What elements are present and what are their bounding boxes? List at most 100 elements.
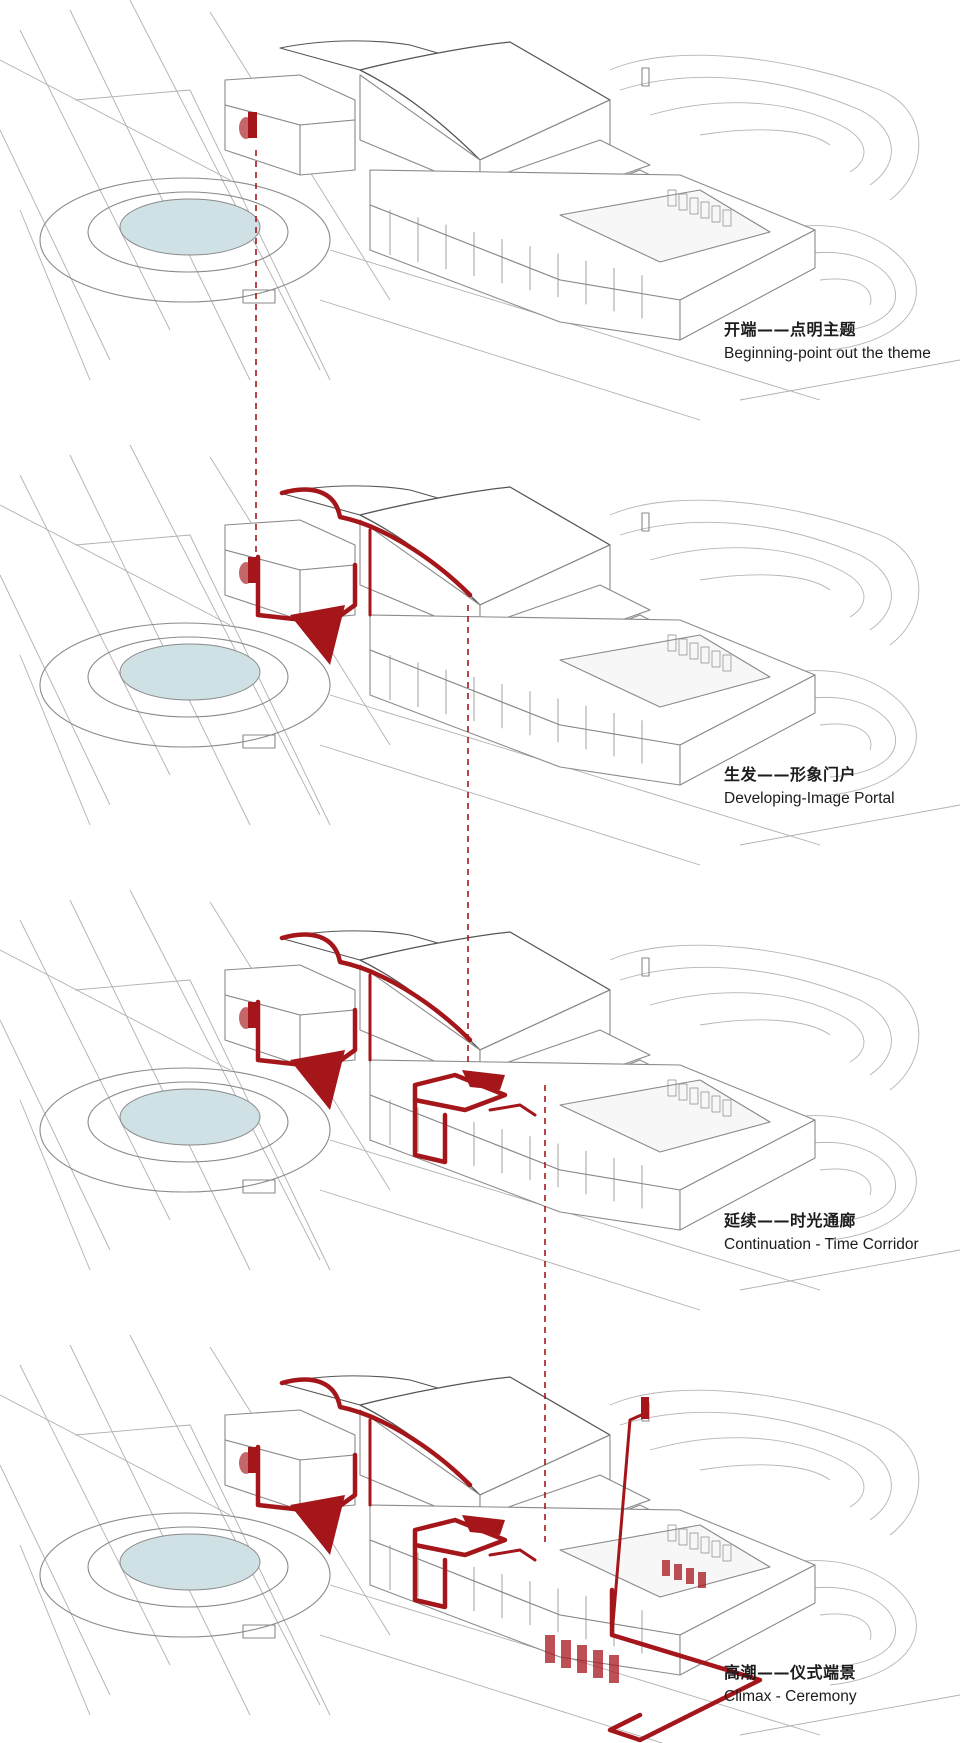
caption-stage-4-title-en: Climax - Ceremony [724, 1688, 857, 1705]
entrance-door [248, 112, 257, 138]
courtyard-window [700, 1091, 710, 1109]
courtyard-window [667, 1524, 677, 1542]
corridor-end-wall [679, 1564, 816, 1676]
contour-line [609, 499, 920, 646]
contour-line [799, 696, 896, 778]
courtyard-window [689, 1532, 699, 1550]
reflecting-pool [119, 198, 261, 256]
courtyard [559, 634, 771, 708]
corridor-gate [412, 1097, 448, 1165]
portal-roof-edge [279, 487, 473, 598]
site-line [19, 474, 171, 776]
contour-line [819, 1613, 872, 1641]
contour-line [619, 1411, 892, 1521]
site-line [0, 574, 111, 806]
contour-line [779, 1560, 917, 1686]
courtyard-window [678, 638, 688, 656]
ceremony-window [674, 1564, 682, 1580]
corridor-roof-block [462, 1515, 505, 1535]
site-line [74, 979, 331, 1271]
site-line [739, 1249, 960, 1291]
site-line [739, 359, 960, 401]
courtyard-window [700, 1536, 710, 1554]
contour-line [819, 723, 872, 751]
caption-stage-4: 高潮——仪式端景 Climax - Ceremony [724, 1663, 956, 1707]
ceremony-screen [577, 1645, 587, 1673]
corridor-roof-block [462, 1070, 505, 1090]
site-line [19, 1099, 91, 1271]
site-lines [0, 444, 960, 866]
contour-line [649, 992, 865, 1063]
entrance-door [248, 1447, 257, 1473]
site-line [329, 1584, 821, 1736]
plaza-inner-ring [87, 636, 289, 718]
contour-line [799, 1141, 896, 1223]
contour-line [619, 76, 892, 186]
ceremony-screen [593, 1650, 603, 1678]
contour-line [699, 1019, 831, 1036]
corridor-end-wall [679, 1119, 816, 1231]
site-line [319, 1634, 664, 1743]
plaza-inner-ring [87, 1081, 289, 1163]
courtyard-window [711, 205, 721, 223]
site-line [329, 694, 821, 846]
contour-line [799, 251, 896, 333]
courtyard-window [678, 193, 688, 211]
reflecting-pool [119, 1533, 261, 1591]
courtyard-window [700, 646, 710, 664]
contour-line [799, 1586, 896, 1668]
building [224, 930, 816, 1231]
site-line [74, 89, 331, 381]
site-line [19, 29, 171, 331]
oval-plaza [39, 622, 331, 749]
site-line [0, 1464, 111, 1696]
west-wing-side [299, 119, 356, 176]
contour-line [779, 225, 917, 351]
reflecting-pool [119, 1088, 261, 1146]
plaza-outer-ring [39, 622, 331, 748]
site-lines [0, 0, 960, 421]
site-line [19, 919, 171, 1221]
contour-line [699, 1464, 831, 1481]
caption-stage-1-title-en: Beginning-point out the theme [724, 345, 931, 362]
tower [641, 512, 650, 532]
ceremony-screen [609, 1655, 619, 1683]
building [224, 40, 816, 341]
courtyard-window [722, 209, 732, 227]
site-line [0, 59, 231, 181]
terrain-contours [609, 944, 920, 1241]
stage-2-drawing [0, 444, 960, 866]
courtyard-window [700, 201, 710, 219]
site-line [319, 1189, 701, 1311]
contour-line [619, 966, 892, 1076]
contour-line [649, 1437, 865, 1508]
bench [242, 1624, 276, 1639]
courtyard-window [689, 642, 699, 660]
corridor-frame [412, 1072, 508, 1113]
contour-line [609, 1389, 920, 1536]
site-line [74, 1424, 331, 1716]
site-line [74, 534, 331, 826]
reflecting-pool [119, 643, 261, 701]
caption-stage-2: 生发——形象门户 Developing-Image Portal [724, 765, 956, 809]
courtyard [559, 1079, 771, 1153]
contour-line [619, 521, 892, 631]
caption-stage-2-title-en: Developing-Image Portal [724, 790, 895, 807]
courtyard [559, 189, 771, 263]
caption-stage-2-title-zh: 生发——形象门户 [724, 765, 857, 784]
courtyard-window [711, 1540, 721, 1558]
ceremony-tower [641, 1397, 649, 1419]
site-line [69, 454, 251, 826]
courtyard-window [722, 654, 732, 672]
portal-roof-edge [279, 1377, 473, 1488]
site-line [329, 249, 821, 401]
portal-plaza-wedge [290, 1495, 345, 1555]
site-line [0, 1019, 111, 1251]
terrain-contours [609, 499, 920, 796]
courtyard-window [667, 634, 677, 652]
site-line [129, 1334, 321, 1706]
entrance-door [248, 1002, 257, 1028]
tower [641, 67, 650, 87]
site-line [0, 949, 231, 1071]
stage-1-drawing [0, 0, 960, 421]
